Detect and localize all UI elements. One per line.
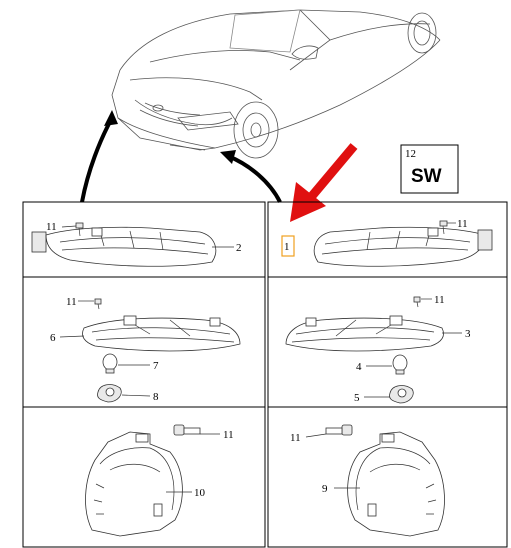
code-box-number: 12: [405, 148, 416, 160]
screw-br-glyph: [325, 424, 353, 436]
callout-8: 8: [153, 391, 159, 403]
callout-7: 7: [153, 360, 159, 372]
callout-3: 3: [465, 328, 471, 340]
screw-ml-glyph: [94, 298, 102, 310]
lamp-left-middle: [82, 315, 241, 352]
lamp-left-upper: [31, 226, 217, 267]
screw-tr-glyph: [439, 220, 448, 235]
housing-right: [347, 431, 445, 537]
callout-11-tr: 11: [457, 218, 468, 230]
bulb-left-glyph: [102, 353, 118, 374]
callout-1: 1: [284, 241, 290, 253]
callout-11-tl: 11: [46, 221, 57, 233]
lamp-right-middle: [285, 315, 444, 352]
red-indicator-arrow: [290, 143, 358, 222]
callout-5: 5: [354, 392, 360, 404]
lamp-right-upper: [313, 226, 493, 267]
panel-grid: [22, 201, 508, 548]
callout-6: 6: [50, 332, 56, 344]
housing-left: [85, 431, 183, 537]
screw-bl-glyph: [173, 424, 201, 436]
screw-tl-glyph: [75, 222, 84, 237]
callout-11-mr: 11: [434, 294, 445, 306]
callout-9: 9: [322, 483, 328, 495]
code-box-code: SW: [411, 166, 442, 187]
callout-11-bl: 11: [223, 429, 234, 441]
callout-11-br: 11: [290, 432, 301, 444]
callout-11-ml: 11: [66, 296, 77, 308]
car-illustration: [111, 9, 441, 159]
callout-1-highlight: [281, 235, 295, 257]
callout-2: 2: [236, 242, 242, 254]
code-box: 12 SW: [400, 144, 459, 194]
callout-10: 10: [194, 487, 206, 499]
pointer-arrows: [80, 110, 282, 203]
socket-right-glyph: [389, 385, 414, 404]
socket-left-glyph: [97, 384, 122, 403]
screw-mr-glyph: [413, 296, 421, 308]
bulb-right-glyph: [392, 354, 408, 375]
callout-4: 4: [356, 361, 362, 373]
